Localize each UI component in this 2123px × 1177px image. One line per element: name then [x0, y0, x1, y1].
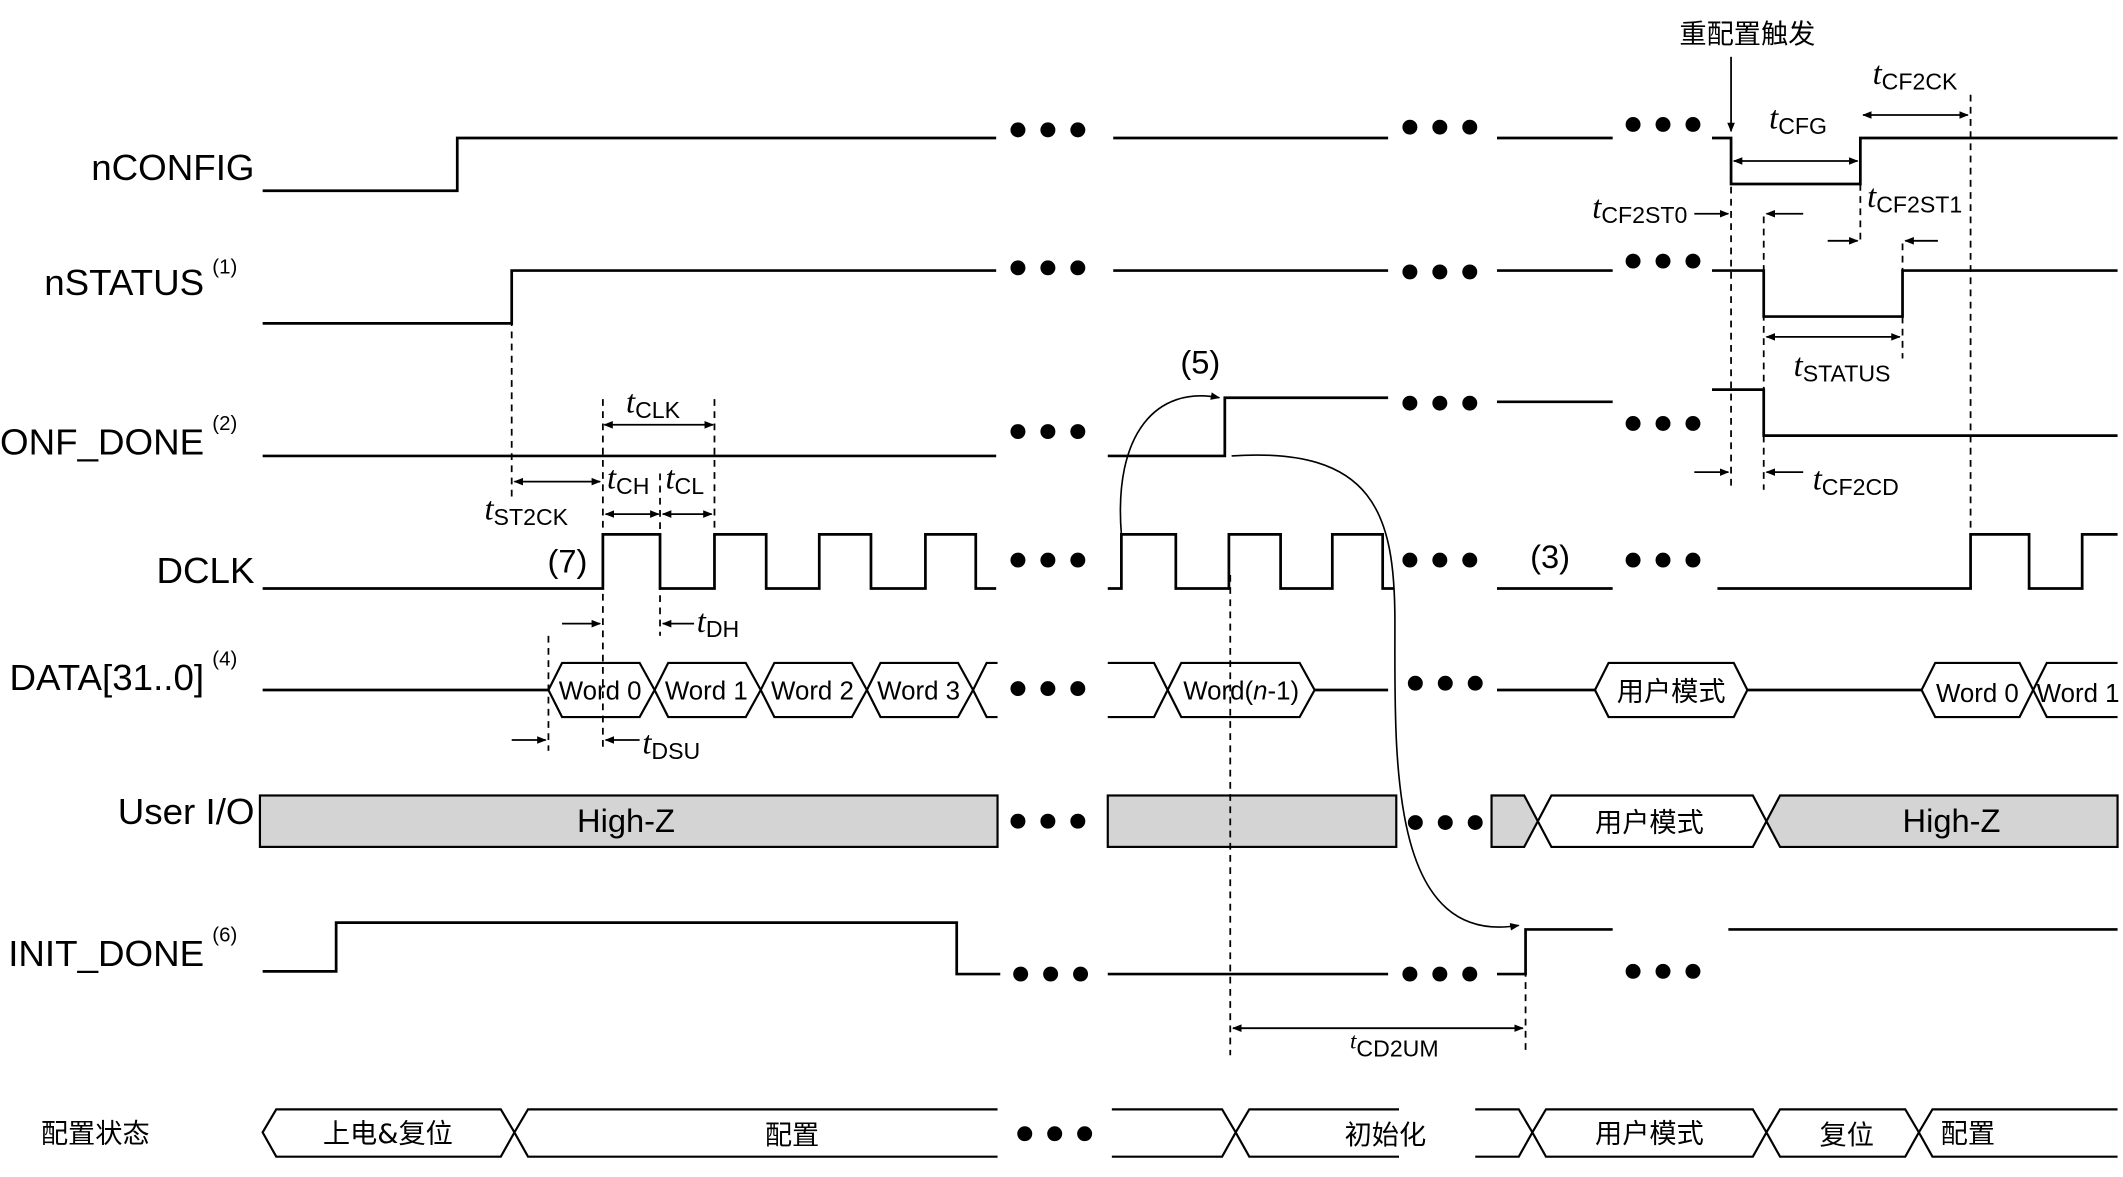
state-init: 初始化 — [1345, 1121, 1427, 1152]
signal-label-init-done: INIT_DONE — [8, 933, 204, 974]
signal-label-user-io: User I/O — [118, 791, 255, 832]
timing-guide-lines — [510, 94, 1972, 1056]
signal-label-nconfig: nCONFIG — [91, 147, 254, 188]
data-word-2: Word 2 — [771, 678, 854, 706]
note-3: (3) — [1530, 539, 1570, 575]
nstatus-waveform — [262, 269, 2118, 325]
timing-label-tcf2st0: tCF2ST0 — [1592, 190, 1687, 228]
user-io-waveform — [258, 794, 2119, 848]
timing-label-tcfg: tCFG — [1769, 101, 1827, 139]
state-power-reset: 上电&复位 — [323, 1119, 453, 1150]
ellipsis-dots — [1010, 117, 1701, 1142]
note-7: (7) — [548, 543, 588, 579]
data-word-1: Word 1 — [665, 678, 748, 706]
signal-label-config-state: 配置状态 — [41, 1119, 150, 1150]
state-user-mode: 用户模式 — [1595, 1119, 1704, 1150]
timing-arrows — [511, 56, 1969, 1032]
conf-done-waveform — [262, 388, 2118, 458]
user-io-highz: High-Z — [577, 803, 675, 839]
state-config: 配置 — [765, 1121, 819, 1152]
causality-curves — [1119, 392, 1520, 931]
timing-label-tdsu: tDSU — [642, 726, 700, 764]
signal-label-data: DATA[31..0] — [9, 657, 204, 698]
timing-label-tcl: tCL — [665, 460, 704, 498]
signal-note-init-done: (6) — [212, 925, 237, 947]
nconfig-waveform — [262, 136, 2118, 193]
signal-label-conf-done: CONF_DONE — [0, 422, 204, 463]
state-reset: 复位 — [1820, 1121, 1874, 1152]
reconfig-trigger-label: 重配置触发 — [1679, 19, 1815, 50]
timing-label-tstatus: tSTATUS — [1794, 348, 1891, 386]
user-io-highz-reconfig: High-Z — [1903, 803, 2001, 839]
signal-note-nstatus: (1) — [212, 256, 237, 278]
timing-label-tcf2st1: tCF2ST1 — [1867, 179, 1962, 217]
signal-label-nstatus: nSTATUS — [44, 262, 204, 303]
data-word-0-reconfig: Word 0 — [1936, 680, 2019, 708]
user-io-user-mode: 用户模式 — [1595, 808, 1704, 839]
timing-label-tch: tCH — [607, 460, 649, 498]
timing-label-tcf2cd: tCF2CD — [1813, 462, 1899, 500]
data-word-1-reconfig: Word 1 — [2037, 680, 2120, 708]
timing-label-tclk: tCLK — [626, 385, 681, 423]
config-state-waveform — [261, 1108, 2118, 1158]
timing-label-tdh: tDH — [697, 604, 739, 642]
signal-note-conf-done: (2) — [212, 413, 237, 435]
data-word-3: Word 3 — [877, 678, 960, 706]
data-word-n-minus-1: Word(n-1) — [1183, 678, 1299, 706]
data-bus-waveform — [262, 661, 2118, 719]
data-word-0: Word 0 — [559, 678, 642, 706]
timing-label-tst2ck: tST2CK — [484, 492, 568, 530]
timing-label-tcd2um: tCD2UM — [1350, 1028, 1439, 1062]
dclk-waveform — [262, 533, 2118, 590]
timing-label-tcf2ck: tCF2CK — [1873, 56, 1958, 94]
signal-label-dclk: DCLK — [156, 550, 255, 591]
state-config-reconfig: 配置 — [1941, 1119, 1995, 1150]
signal-note-data: (4) — [212, 649, 237, 671]
note-5: (5) — [1180, 344, 1220, 380]
init-done-waveform — [262, 921, 2118, 976]
data-user-mode: 用户模式 — [1617, 677, 1726, 708]
